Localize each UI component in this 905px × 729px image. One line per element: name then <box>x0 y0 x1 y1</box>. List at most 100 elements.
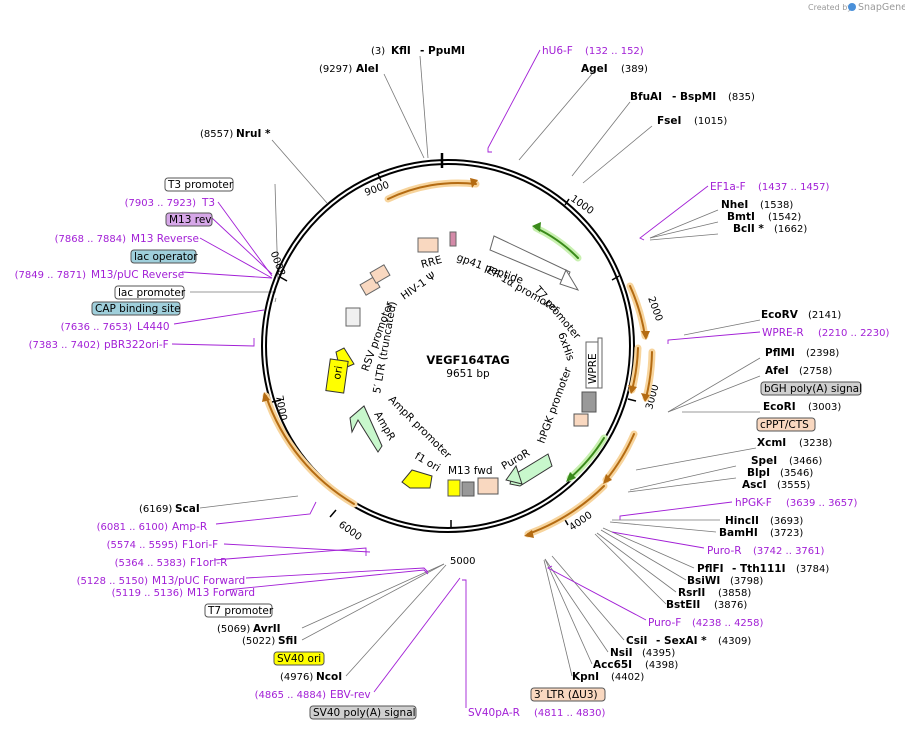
site-nrui[interactable]: NruI * <box>236 128 271 140</box>
site-pflmi-pos: (2398) <box>806 348 839 359</box>
primer-m13pucfwd[interactable]: M13/pUC Forward <box>152 575 245 587</box>
site-ecori[interactable]: EcoRI <box>763 401 796 413</box>
site-fsei[interactable]: FseI <box>657 115 681 127</box>
site-bamhi[interactable]: BamHI <box>719 527 758 539</box>
site-sexai[interactable]: - SexAI * <box>656 635 707 647</box>
site-asci[interactable]: AscI <box>742 479 767 491</box>
site-acc65i[interactable]: Acc65I <box>593 659 632 671</box>
primer-hu6f-pos: (132 .. 152) <box>585 46 644 57</box>
site-nrui-pos: (8557) <box>200 129 233 140</box>
credit-prefix: Created by <box>808 3 852 12</box>
site-nhei-pos: (1538) <box>760 200 793 211</box>
site-afei-pos: (2758) <box>799 366 832 377</box>
box-sv40ori <box>273 651 325 666</box>
site-bsteii[interactable]: BstEII <box>666 599 700 611</box>
primer-wprer-pos: (2210 .. 2230) <box>818 328 890 339</box>
box-lac-promoter <box>114 285 185 300</box>
site-xcmi-pos: (3238) <box>799 438 832 449</box>
site-scai[interactable]: ScaI <box>175 503 200 515</box>
primer-m13fwd[interactable]: M13 Forward <box>187 587 255 599</box>
primer-t3[interactable]: T3 <box>201 197 215 209</box>
primer-f1orif[interactable]: F1ori-F <box>182 539 218 551</box>
site-rsrii[interactable]: RsrII <box>678 587 705 599</box>
box-bgh <box>760 381 862 396</box>
site-bspmi[interactable]: - BspMI <box>672 91 716 103</box>
site-avrii-pos: (5069) <box>217 624 250 635</box>
site-tth111i[interactable]: - Tth111I <box>732 563 786 575</box>
site-hincii[interactable]: HincII <box>725 515 759 527</box>
primer-f1orif-pos: (5574 .. 5595) <box>107 540 179 551</box>
site-bamhi-pos: (3723) <box>770 528 803 539</box>
site-blpi-pos: (3546) <box>780 468 813 479</box>
site-avrii[interactable]: AvrII <box>253 623 281 635</box>
box-cppt-text: cPPT/CTS <box>760 419 809 431</box>
orf-arrowheads <box>262 178 650 538</box>
box-t3-promoter <box>164 177 234 192</box>
label-wpre: WPRE <box>587 353 599 384</box>
site-ecorv[interactable]: EcoRV <box>761 309 799 321</box>
site-kfli[interactable]: KflI <box>391 45 411 57</box>
inner-features <box>325 231 603 497</box>
credit-brand: SnapGene <box>858 2 905 13</box>
primer-wprer[interactable]: WPRE-R <box>762 327 804 339</box>
site-nhei[interactable]: NheI <box>721 199 748 211</box>
primer-ebvrev[interactable]: EBV-rev <box>330 689 371 701</box>
primer-ef1af[interactable]: EF1a-F <box>710 181 746 193</box>
site-asci-pos: (3555) <box>777 480 810 491</box>
backbone-inner <box>265 163 631 529</box>
primer-ampr-pos: (6081 .. 6100) <box>97 522 169 533</box>
site-blpi[interactable]: BlpI <box>747 467 770 479</box>
site-kpni[interactable]: KpnI <box>572 671 599 683</box>
site-ppumi[interactable]: - PpuMI <box>420 45 465 57</box>
primer-l4440-pos: (7636 .. 7653) <box>61 322 133 333</box>
site-spei-pos: (3466) <box>789 456 822 467</box>
primer-m13pucfwd-pos: (5128 .. 5150) <box>77 576 149 587</box>
leader-lines <box>190 55 761 677</box>
primer-l4440[interactable]: L4440 <box>137 321 170 333</box>
site-bcli[interactable]: BclI * <box>733 223 764 235</box>
site-alei[interactable]: AleI <box>356 63 379 75</box>
primer-sv40par[interactable]: SV40pA-R <box>468 707 520 719</box>
primer-ef1af-pos: (1437 .. 1457) <box>758 182 830 193</box>
site-afei[interactable]: AfeI <box>765 365 789 377</box>
site-agei-pos: (389) <box>621 64 648 75</box>
site-agei[interactable]: AgeI <box>581 63 608 75</box>
box-lac-promoter-text: lac promoter <box>118 287 186 299</box>
site-ecorv-pos: (2141) <box>808 310 841 321</box>
site-ncoi-pos: (4976) <box>280 672 313 683</box>
tick-5000: 5000 <box>450 556 475 567</box>
box-sv40polya-text: SV40 poly(A) signal <box>313 707 416 719</box>
label-m13fwd: M13 fwd <box>448 465 493 477</box>
site-bsiwi-pos: (3798) <box>730 576 763 587</box>
primer-f1orir[interactable]: F1ori-R <box>190 557 227 569</box>
site-spei[interactable]: SpeI <box>751 455 777 467</box>
site-ncoi[interactable]: NcoI <box>316 671 342 683</box>
primer-ampr[interactable]: Amp-R <box>172 521 207 533</box>
site-bfuai[interactable]: BfuAI <box>630 91 662 103</box>
box-sv40ori-text: SV40 ori <box>277 653 321 665</box>
site-sfii[interactable]: SfiI <box>278 635 297 647</box>
site-bsiwi[interactable]: BsiWI <box>687 575 720 587</box>
primer-pbr322[interactable]: pBR322ori-F <box>104 339 169 351</box>
primer-puror-pos: (3742 .. 3761) <box>753 546 825 557</box>
box-3ltr-text: 3′ LTR (ΔU3) <box>534 689 598 701</box>
primer-hpgkf[interactable]: hPGK-F <box>735 497 772 509</box>
tick-6000: 6000 <box>336 519 363 543</box>
primer-purof-pos: (4238 .. 4258) <box>692 618 764 629</box>
site-xcmi[interactable]: XcmI <box>757 437 786 449</box>
primer-hu6f[interactable]: hU6-F <box>542 45 573 57</box>
site-pflmi[interactable]: PflMI <box>765 347 795 359</box>
site-acc65i-pos: (4398) <box>645 660 678 671</box>
primer-m13pucrev[interactable]: M13/pUC Reverse <box>91 269 184 281</box>
primer-m13reverse[interactable]: M13 Reverse <box>131 233 199 245</box>
site-nsii[interactable]: NsiI <box>610 647 633 659</box>
site-bmti[interactable]: BmtI <box>727 211 755 223</box>
site-bcli-pos: (1662) <box>774 224 807 235</box>
primer-puror[interactable]: Puro-R <box>707 545 742 557</box>
primer-purof[interactable]: Puro-F <box>648 617 681 629</box>
box-bgh-text: bGH poly(A) signal <box>764 383 862 395</box>
site-pflfi[interactable]: PflFI <box>697 563 724 575</box>
box-m13rev-text: M13 rev <box>169 214 212 226</box>
site-csii[interactable]: CsiI <box>626 635 647 647</box>
